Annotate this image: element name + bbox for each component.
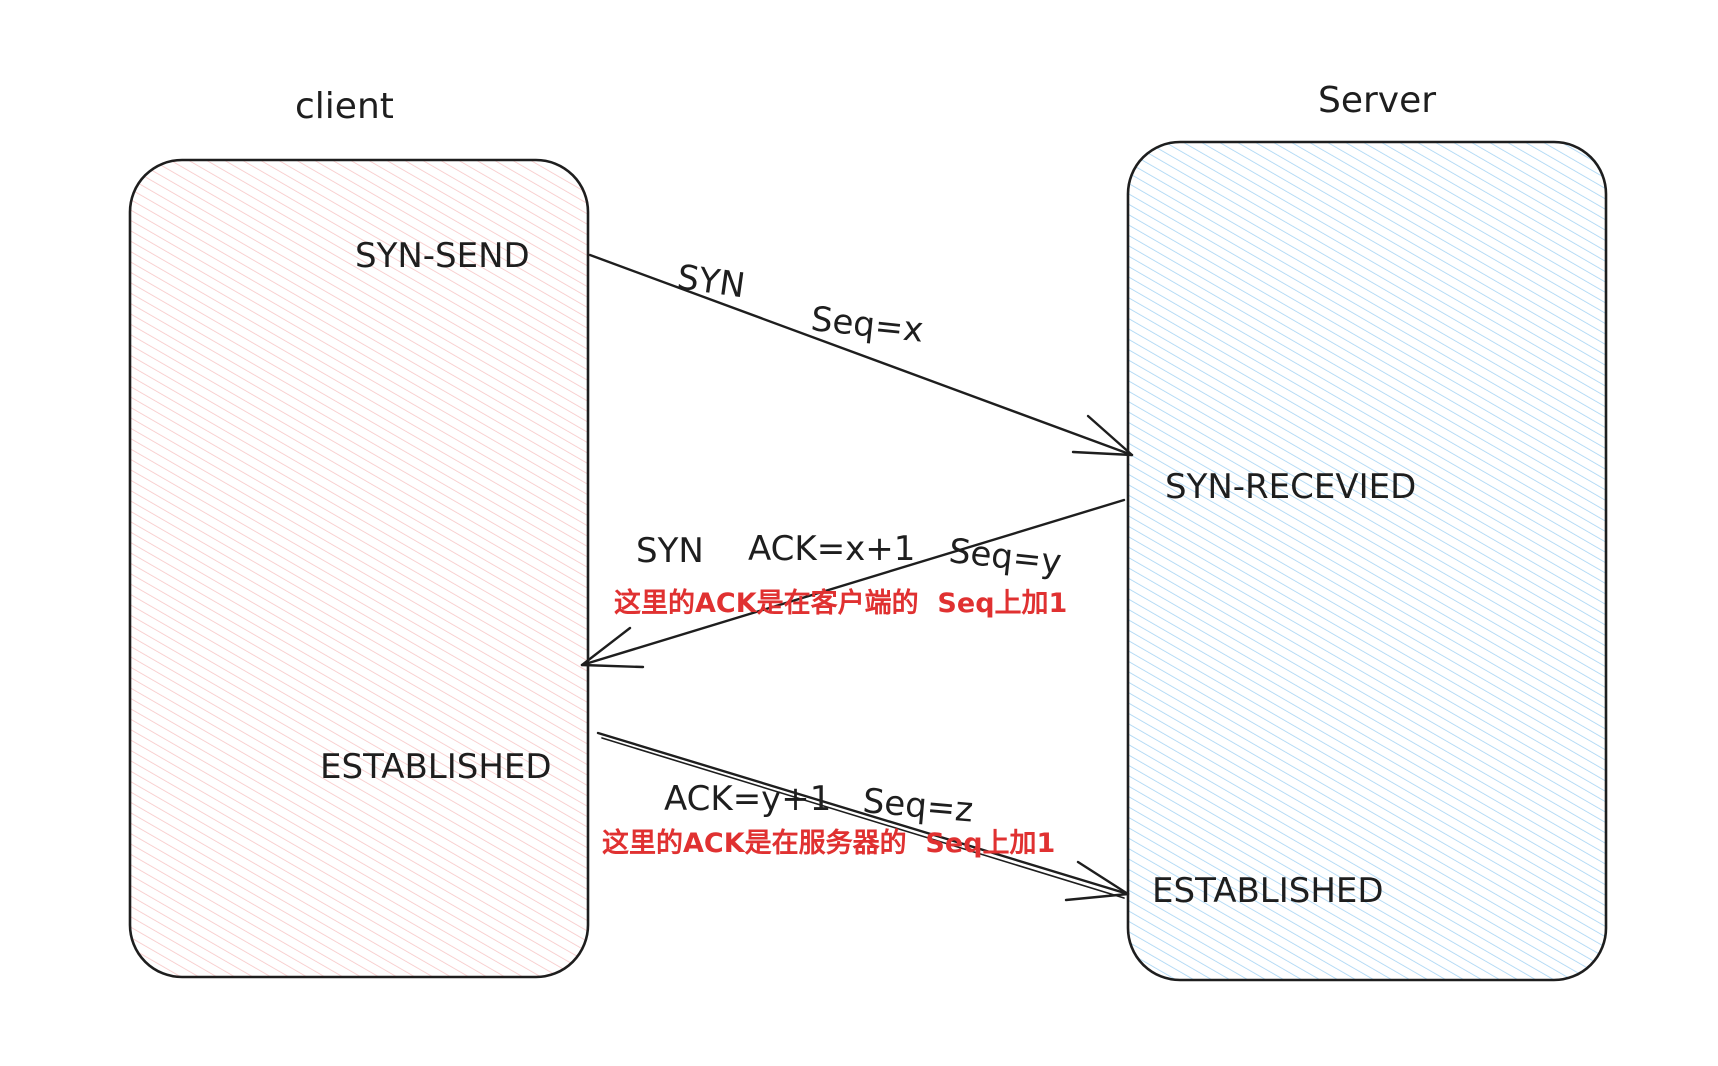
client-box bbox=[128, 158, 590, 979]
syn-ack-seq-label: Seq=y bbox=[947, 531, 1063, 583]
server-title: Server bbox=[1318, 80, 1436, 121]
client-state-syn-send: SYN-SEND bbox=[355, 236, 530, 276]
client-state-established: ESTABLISHED bbox=[320, 747, 552, 787]
server-state-established: ESTABLISHED bbox=[1152, 871, 1384, 911]
syn-ack-ack-label: ACK=x+1 bbox=[748, 529, 915, 569]
syn-flag-label: SYN bbox=[675, 257, 748, 306]
ack-ack-label: ACK=y+1 bbox=[664, 779, 831, 819]
ack-seq-label: Seq=z bbox=[861, 781, 974, 830]
ack-note: 这里的ACK是在服务器的 Seq上加1 bbox=[602, 827, 1055, 859]
syn-arrow bbox=[588, 253, 1134, 457]
syn-ack-arrow bbox=[580, 498, 1126, 669]
client-title: client bbox=[295, 86, 394, 127]
server-box bbox=[1126, 140, 1608, 982]
server-state-syn-recevied: SYN-RECEVIED bbox=[1165, 467, 1416, 507]
syn-ack-note: 这里的ACK是在客户端的 Seq上加1 bbox=[614, 587, 1067, 619]
ack-arrow bbox=[596, 731, 1130, 902]
syn-ack-flag-label: SYN bbox=[636, 531, 704, 571]
